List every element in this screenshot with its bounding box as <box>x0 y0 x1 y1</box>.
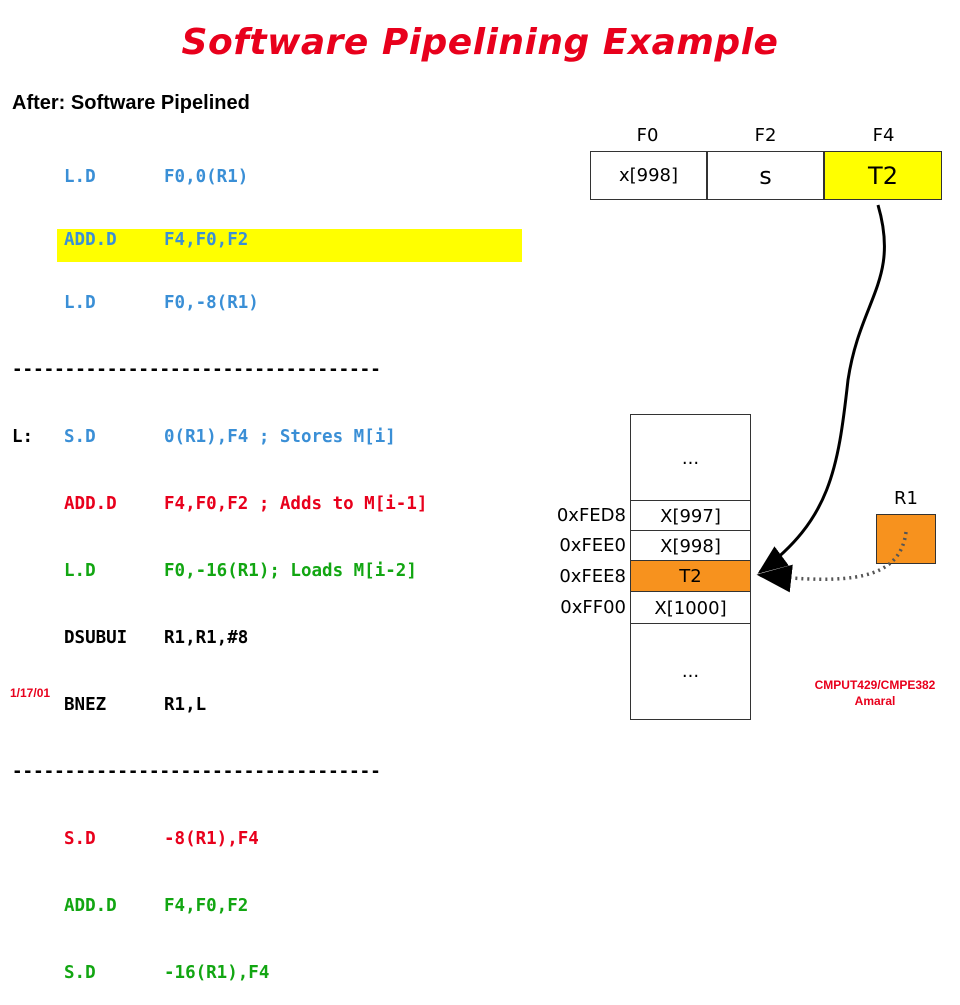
register-f2: s <box>707 151 824 200</box>
memory-address: 0xFED8 <box>556 505 626 526</box>
footer-course: CMPUT429/CMPE382 <box>814 678 936 692</box>
loop-highlight <box>57 229 522 262</box>
memory-cell: ... <box>630 414 751 502</box>
code-separator: ----------------------------------- <box>12 360 381 380</box>
memory-cell: X[997] <box>630 500 751 532</box>
register-f4-value: T2 <box>868 161 898 190</box>
memory-cell: ... <box>630 623 751 720</box>
arrow-r1-pointer <box>756 531 908 593</box>
loop-label: L: <box>12 427 34 447</box>
memory-cell: X[1000] <box>630 591 751 625</box>
register-label-f2: F2 <box>754 125 777 146</box>
register-f2-value: s <box>759 161 772 190</box>
memory-cell-t2: T2 <box>630 560 751 593</box>
code-line: S.D-8(R1),F4 <box>64 829 259 849</box>
slide-title: Software Pipelining Example <box>181 22 779 63</box>
code-separator: ----------------------------------- <box>12 762 381 782</box>
section-subtitle: After: Software Pipelined <box>12 92 250 114</box>
register-label-f0: F0 <box>636 125 659 146</box>
memory-address: 0xFEE8 <box>559 566 626 587</box>
register-label-f4: F4 <box>872 125 895 146</box>
code-line: S.D-16(R1),F4 <box>64 963 270 983</box>
arrows-layer <box>756 204 908 593</box>
arrow-f4-to-memory <box>757 204 886 574</box>
register-f4: T2 <box>824 151 942 200</box>
memory-address: 0xFF00 <box>560 597 626 618</box>
register-f0: x[998] <box>590 151 707 200</box>
footer-author: Amaral <box>854 694 896 708</box>
register-label-r1: R1 <box>894 488 918 509</box>
register-f0-value: x[998] <box>618 165 679 186</box>
memory-cell: X[998] <box>630 530 751 562</box>
footer-date: 1/17/01 <box>10 686 51 700</box>
memory-address: 0xFEE0 <box>559 535 626 556</box>
